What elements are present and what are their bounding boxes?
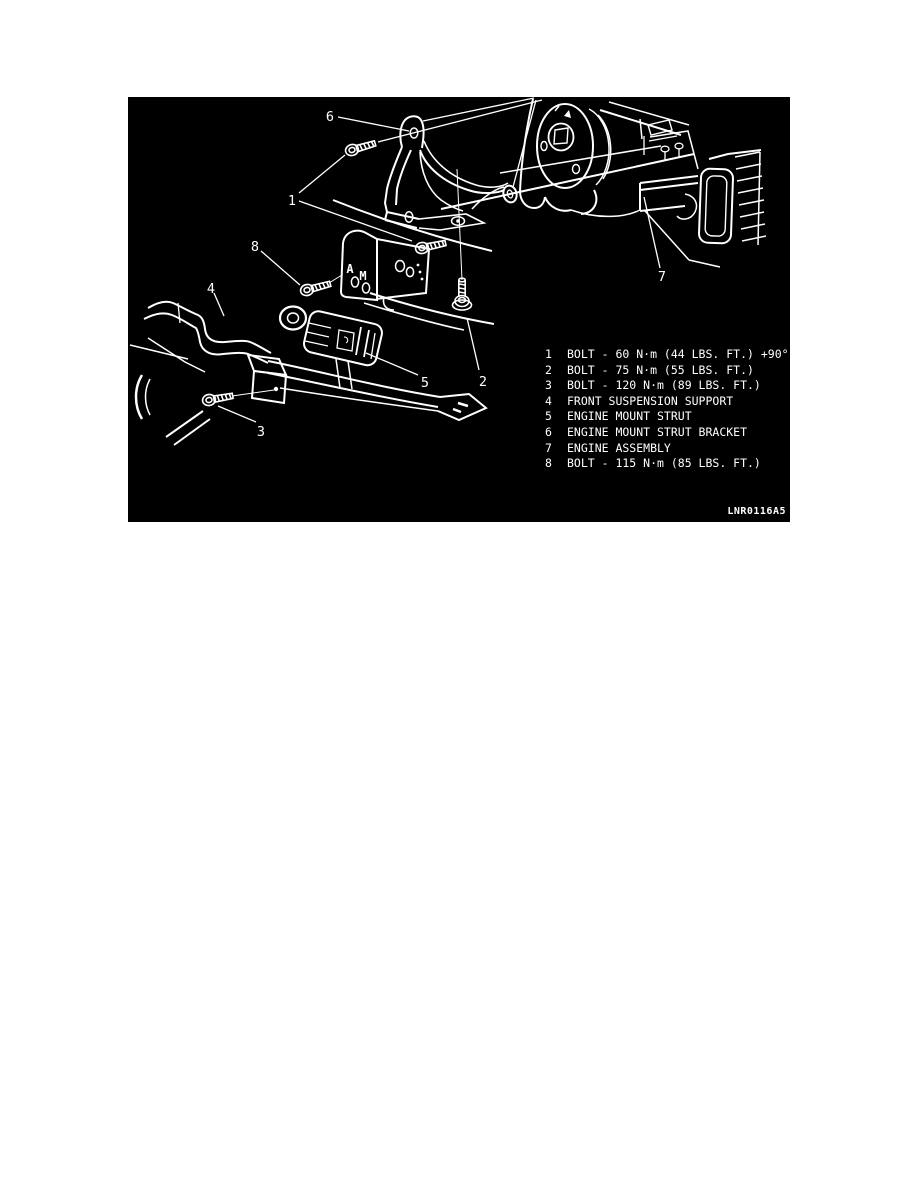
bolt-icon xyxy=(200,389,235,408)
callout-4: 4 xyxy=(207,281,215,297)
legend-item-1: 1 BOLT - 60 N·m (44 LBS. FT.) +90° xyxy=(545,347,789,363)
legend-item-number: 2 xyxy=(545,362,552,377)
legend-item-number: 4 xyxy=(545,393,552,408)
legend-item-text: ENGINE ASSEMBLY xyxy=(567,440,671,455)
engine-assembly-drawing xyxy=(440,101,767,268)
legend-item-text: FRONT SUSPENSION SUPPORT xyxy=(567,393,734,408)
strut-bracket-drawing xyxy=(383,115,518,231)
bolt-icon xyxy=(413,236,448,256)
legend-item-6: 6 ENGINE MOUNT STRUT BRACKET xyxy=(545,425,789,441)
legend-item-7: 7 ENGINE ASSEMBLY xyxy=(545,441,789,457)
legend-item-text: BOLT - 75 N·m (55 LBS. FT.) xyxy=(567,362,754,377)
legend-item-2: 2 BOLT - 75 N·m (55 LBS. FT.) xyxy=(545,363,789,379)
bolt-icon xyxy=(343,137,378,158)
bolt-icon xyxy=(298,277,333,298)
bolt-icon xyxy=(451,277,473,311)
engine-pulley-drawing xyxy=(518,98,641,218)
legend-item-5: 5 ENGINE MOUNT STRUT xyxy=(545,409,789,425)
legend-item-8: 8 BOLT - 115 N·m (85 LBS. FT.) xyxy=(545,456,789,472)
parts-legend: 1 BOLT - 60 N·m (44 LBS. FT.) +90° 2 BOL… xyxy=(545,347,789,472)
legend-item-text: BOLT - 115 N·m (85 LBS. FT.) xyxy=(567,456,761,471)
callout-6: 6 xyxy=(326,109,334,125)
legend-item-text: BOLT - 120 N·m (89 LBS. FT.) xyxy=(567,378,761,393)
callout-2: 2 xyxy=(479,374,487,390)
callout-3: 3 xyxy=(257,424,265,440)
callout-1: 1 xyxy=(288,193,296,209)
callout-8: 8 xyxy=(251,239,259,255)
diagram-panel: A M xyxy=(128,97,790,522)
legend-item-3: 3 BOLT - 120 N·m (89 LBS. FT.) xyxy=(545,378,789,394)
legend-item-number: 5 xyxy=(545,409,552,424)
legend-item-text: ENGINE MOUNT STRUT BRACKET xyxy=(567,424,748,439)
stamp-letter-a: A xyxy=(346,262,354,276)
stamp-letter-m: M xyxy=(359,269,366,283)
legend-item-text: ENGINE MOUNT STRUT xyxy=(567,409,692,424)
engine-mount-bracket-drawing: A M xyxy=(332,199,495,331)
callout-5: 5 xyxy=(421,375,429,391)
legend-item-number: 6 xyxy=(545,424,552,439)
legend-item-number: 1 xyxy=(545,347,552,361)
diagram-art: A M xyxy=(129,97,767,446)
suspension-support-drawing xyxy=(129,300,488,446)
legend-item-number: 7 xyxy=(545,440,552,455)
legend-item-text: BOLT - 60 N·m (44 LBS. FT.) +90° xyxy=(567,347,789,361)
figure-id-label: LNR0116A5 xyxy=(727,506,786,517)
legend-item-4: 4 FRONT SUSPENSION SUPPORT xyxy=(545,394,789,410)
callout-7: 7 xyxy=(658,269,666,285)
legend-item-number: 8 xyxy=(545,456,552,471)
legend-item-number: 3 xyxy=(545,378,552,393)
engine-mount-strut-drawing xyxy=(278,305,383,390)
